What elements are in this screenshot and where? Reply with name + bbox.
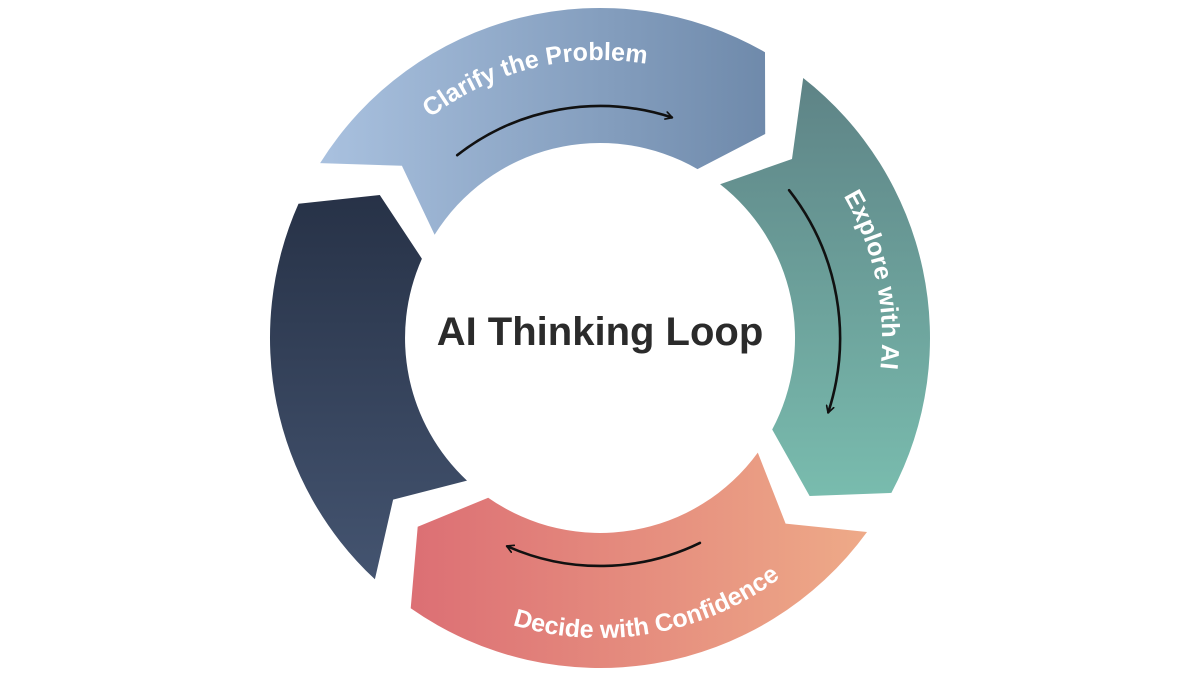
segment-decide-with-confidence: [410, 452, 867, 669]
flow-arrow-clarify: [455, 104, 672, 157]
segment-explore-with-ai: [720, 78, 931, 496]
flow-arrow-explore: [787, 188, 842, 412]
center-title: AI Thinking Loop: [437, 310, 764, 354]
segment-unlabeled: [269, 195, 467, 580]
segment-clarify-the-problem: [320, 7, 766, 235]
flow-arrow-decide: [507, 541, 702, 568]
